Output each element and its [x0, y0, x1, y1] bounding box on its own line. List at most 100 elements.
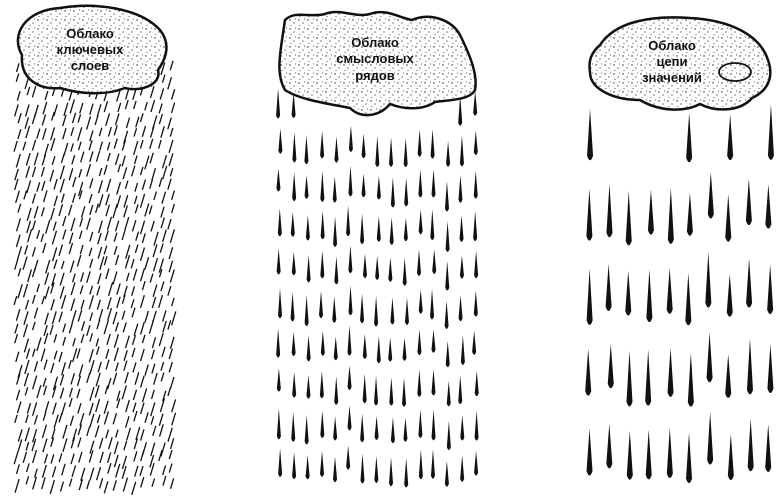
rain-drop [417, 369, 422, 397]
rain-dash [113, 232, 118, 242]
rain-dash [15, 190, 20, 203]
rain-dash [103, 481, 109, 494]
rain-dash [41, 154, 47, 166]
rain-dash [89, 333, 93, 342]
rain-drop [418, 409, 423, 438]
rain-dash [88, 193, 93, 204]
rain-dash [25, 441, 30, 451]
rain-dash [63, 102, 69, 116]
rain-drop [348, 125, 353, 152]
rain-drop [347, 365, 352, 390]
rain-dash [168, 139, 174, 153]
rain-dash [79, 285, 84, 295]
rain-dash [15, 63, 20, 73]
rain-drop [346, 205, 351, 237]
rain-drop [417, 329, 422, 355]
rain-dash [70, 298, 76, 312]
rain-dash [161, 191, 167, 204]
rain-drop [360, 293, 365, 324]
rain-dash [22, 141, 27, 151]
rain-dash [157, 139, 162, 149]
rain-dash [68, 242, 74, 254]
rain-dash [89, 103, 94, 115]
rain-dash [160, 206, 165, 218]
rain-drop [348, 165, 353, 197]
rain-dash [158, 103, 163, 114]
rain-dash [117, 102, 122, 113]
rain-drop [374, 376, 379, 406]
rain-dash [150, 349, 155, 360]
rain-dash [89, 386, 95, 401]
rain-drop [444, 461, 449, 487]
rain-dash [105, 429, 110, 439]
rain-drop [320, 250, 325, 279]
rain-drop [445, 261, 450, 291]
rain-drop [362, 373, 367, 404]
rain-dash [116, 398, 121, 409]
rain-dash [139, 348, 145, 362]
rain-dash [24, 359, 30, 375]
rain-drop [685, 272, 692, 326]
rain-dash [124, 99, 129, 110]
rain-dash [62, 323, 67, 333]
rain-dash [52, 376, 59, 391]
rain-dash [103, 101, 109, 113]
rain-dash [26, 207, 32, 221]
rain-dash [158, 450, 163, 462]
rain-drop [332, 296, 337, 323]
rain-dash [123, 350, 128, 362]
rain-dash [125, 272, 130, 282]
rain-dash [77, 181, 84, 197]
rain-drop [276, 248, 281, 275]
rain-dash [53, 414, 59, 429]
rain-dash [59, 272, 65, 286]
rain-dash [151, 478, 156, 488]
rain-dash [170, 203, 175, 214]
rain-drop [333, 336, 338, 361]
rain-drop [291, 332, 296, 357]
rain-drop [306, 255, 311, 283]
rain-dash [170, 88, 176, 100]
rain-dash [53, 259, 58, 270]
rain-dash [71, 465, 77, 478]
rain-dash [160, 281, 165, 292]
rain-dash [50, 282, 55, 294]
rain-dash [124, 416, 130, 428]
rain-dash [16, 246, 23, 261]
rain-dash [125, 399, 130, 413]
rain-dash [139, 402, 145, 415]
rain-dash [158, 294, 164, 309]
rain-dash [112, 480, 117, 491]
rain-drop [374, 456, 379, 483]
rain-dash [97, 220, 103, 234]
rain-dash [162, 390, 167, 402]
rain-dash [86, 426, 91, 437]
rain-dash [71, 193, 77, 203]
rain-dash [151, 296, 157, 309]
rain-dash [96, 104, 102, 117]
rain-dash [97, 232, 102, 245]
rain-drop [306, 375, 311, 399]
rain-dash [41, 180, 46, 192]
rain-dash [158, 258, 165, 273]
rain-dash [17, 268, 22, 277]
rain-dash [168, 348, 173, 360]
rain-dash [139, 139, 144, 149]
rain-dash [104, 230, 109, 241]
rain-drop [390, 177, 395, 208]
rain-dash [144, 257, 150, 270]
cloud-label-line2: ключевых [57, 42, 124, 57]
rain-dash [42, 190, 48, 203]
cloud-key-words: Облако ключевых слоев [16, 4, 168, 95]
rain-dash [139, 375, 145, 388]
rain-drop [389, 457, 394, 487]
rain-dash [62, 336, 67, 346]
rain-dash [167, 285, 172, 296]
rain-drop [305, 215, 310, 241]
rain-dash [135, 231, 140, 241]
rain-dash [69, 415, 75, 426]
rain-dash [31, 166, 37, 178]
rain-drop [666, 427, 673, 478]
rain-dash [96, 299, 101, 310]
rain-dash [88, 247, 93, 257]
